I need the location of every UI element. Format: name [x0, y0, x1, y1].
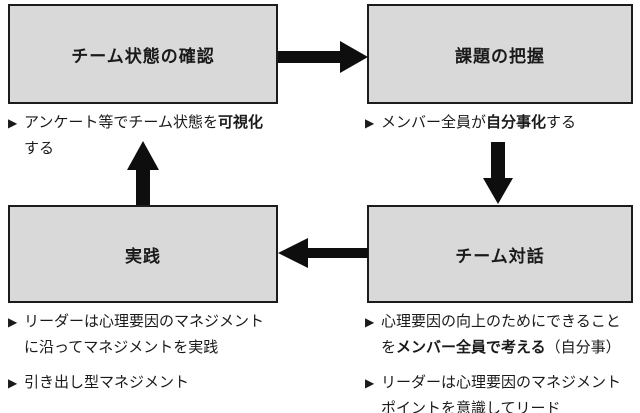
arrow-right-icon: [278, 41, 368, 73]
box-title: チーム状態の確認: [71, 46, 215, 66]
box-practice: 実践: [8, 205, 278, 303]
note-item: ▶ アンケート等でチーム状態を可視化 する: [8, 110, 304, 162]
note-item: ▶ 心理要因の向上のためにできること をメンバー全員で考える（自分事）: [365, 309, 640, 361]
box-title: 課題の把握: [455, 46, 545, 66]
note-text: アンケート等でチーム状態を可視化 する: [24, 114, 263, 157]
note-issue-grasp: ▶ メンバー全員が自分事化する: [365, 110, 637, 136]
note-text: 心理要因の向上のためにできること をメンバー全員で考える（自分事）: [381, 313, 621, 356]
box-issue-grasp: 課題の把握: [367, 4, 633, 104]
note-item: ▶ リーダーは心理要因のマネジメント ポイントを意識してリード: [365, 370, 640, 413]
note-text: リーダーは心理要因のマネジメント に沿ってマネジメントを実践: [24, 313, 265, 356]
box-team-dialogue: チーム対話: [367, 205, 633, 303]
note-team-status-check: ▶ アンケート等でチーム状態を可視化 する: [8, 110, 304, 162]
bullet-icon: ▶: [8, 116, 18, 130]
note-item: ▶ メンバー全員が自分事化する: [365, 110, 637, 136]
note-item: ▶ 引き出し型マネジメント: [8, 370, 310, 396]
note-team-dialogue: ▶ 心理要因の向上のためにできること をメンバー全員で考える（自分事） ▶ リーダーは…: [365, 309, 640, 413]
bullet-icon: ▶: [365, 376, 375, 390]
box-team-status-check: チーム状態の確認: [8, 4, 278, 104]
arrow-up-icon: [127, 141, 159, 205]
box-title: チーム対話: [455, 246, 545, 266]
arrow-down-icon: [483, 142, 513, 204]
bullet-icon: ▶: [365, 116, 375, 130]
arrow-left-icon: [278, 238, 368, 268]
note-practice: ▶ リーダーは心理要因のマネジメント に沿ってマネジメントを実践 ▶ 引き出し型マネジ…: [8, 309, 310, 396]
note-text: 引き出し型マネジメント: [24, 374, 190, 391]
bullet-icon: ▶: [365, 315, 375, 329]
note-text: メンバー全員が自分事化する: [381, 114, 577, 131]
bullet-icon: ▶: [8, 376, 18, 390]
note-text: リーダーは心理要因のマネジメント ポイントを意識してリード: [381, 374, 622, 413]
box-title: 実践: [125, 246, 161, 266]
note-item: ▶ リーダーは心理要因のマネジメント に沿ってマネジメントを実践: [8, 309, 310, 361]
bullet-icon: ▶: [8, 315, 18, 329]
